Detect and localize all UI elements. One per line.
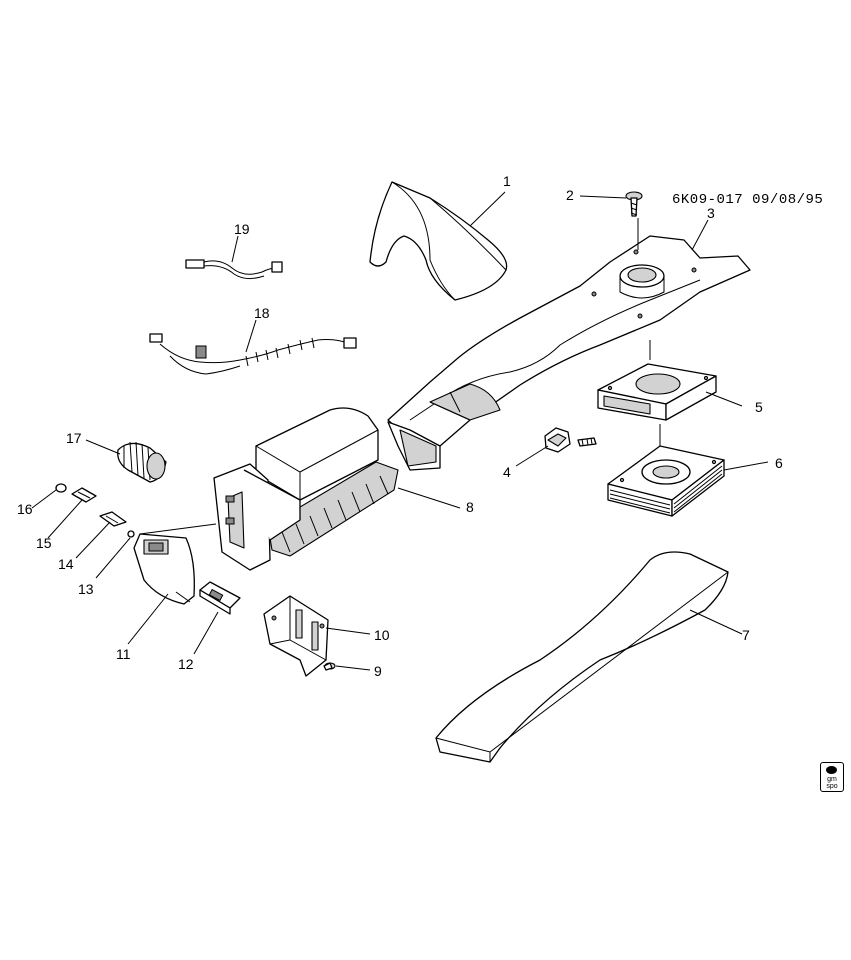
- drawing-reference-code: 6K09-017 09/08/95: [672, 192, 824, 208]
- callout-16: 16: [17, 501, 33, 517]
- leader-lines: [31, 191, 769, 671]
- part-5-cupholder-frame: [597, 363, 717, 421]
- logo-line-1: gm: [827, 776, 837, 783]
- gm-spo-logo: gm spo: [820, 762, 844, 792]
- part-7-armrest-pad: [435, 551, 729, 763]
- callout-8: 8: [466, 499, 474, 515]
- part-8-armrest-box: [213, 407, 399, 571]
- logo-line-2: spo: [826, 783, 838, 790]
- part-19-harness: [185, 259, 283, 280]
- callout-12: 12: [178, 656, 194, 672]
- part-1-console-cover: [369, 181, 508, 301]
- callout-13: 13: [78, 581, 94, 597]
- part-6-cupholder-insert: [607, 445, 725, 517]
- callout-3: 3: [707, 205, 715, 221]
- part-2-screw: [625, 191, 643, 217]
- callout-1: 1: [503, 173, 511, 189]
- part-15-lens: [71, 487, 97, 503]
- part-3-console-base: [387, 235, 751, 471]
- callout-10: 10: [374, 627, 390, 643]
- part-9-screw: [323, 662, 336, 671]
- part-10-mounting-bracket: [263, 595, 329, 677]
- callout-18: 18: [254, 305, 270, 321]
- callout-5: 5: [755, 399, 763, 415]
- callout-7: 7: [742, 627, 750, 643]
- part-13-bulb: [127, 530, 135, 538]
- part-4-bracket: [544, 427, 597, 453]
- callout-15: 15: [36, 535, 52, 551]
- callout-2: 2: [566, 187, 574, 203]
- part-11-front-trim: [133, 523, 217, 605]
- callout-4: 4: [503, 464, 511, 480]
- callout-17: 17: [66, 430, 82, 446]
- callout-19: 19: [234, 221, 250, 237]
- part-17-knob: [117, 441, 167, 483]
- callout-9: 9: [374, 663, 382, 679]
- callout-14: 14: [58, 556, 74, 572]
- logo-disk-icon: [826, 766, 837, 774]
- callout-6: 6: [775, 455, 783, 471]
- part-16-cap: [55, 483, 67, 493]
- callout-11: 11: [116, 646, 131, 662]
- part-12-switch: [199, 581, 241, 615]
- part-14-socket: [99, 511, 127, 527]
- part-18-wiring-harness: [149, 333, 357, 375]
